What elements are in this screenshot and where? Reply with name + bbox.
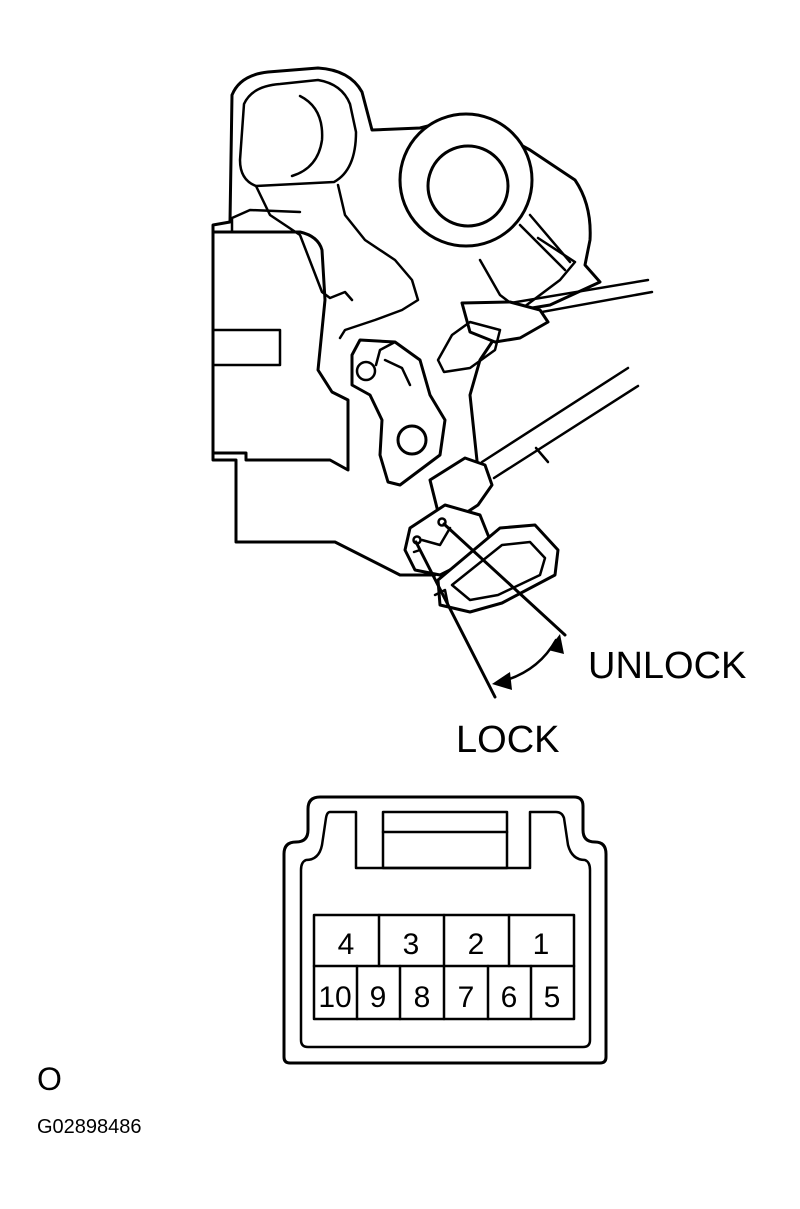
arrowhead-lock: [492, 672, 512, 690]
pin-3: 3: [403, 928, 420, 961]
pin-2: 2: [468, 928, 485, 961]
pin-8: 8: [414, 981, 431, 1014]
door-lock-assembly: [211, 66, 654, 614]
pin-5: 5: [544, 981, 561, 1014]
pin-7: 7: [458, 981, 475, 1014]
lock-label: LOCK: [456, 719, 559, 761]
pin-9: 9: [370, 981, 387, 1014]
figure-code: G02898486: [37, 1116, 142, 1138]
connector-face: 4 3 2 1 10 9 8 7 6 5: [282, 795, 608, 1065]
lock-unlock-indicator: [414, 522, 567, 699]
pin-1: 1: [533, 928, 550, 961]
unlock-label: UNLOCK: [588, 645, 746, 687]
unlock-position-line: [442, 522, 567, 637]
corner-mark: O: [37, 1061, 62, 1097]
pin-4: 4: [338, 928, 355, 961]
arrowhead-unlock: [548, 634, 564, 654]
lock-position-line: [414, 540, 497, 699]
pin-6: 6: [501, 981, 518, 1014]
pin-10: 10: [318, 981, 351, 1014]
